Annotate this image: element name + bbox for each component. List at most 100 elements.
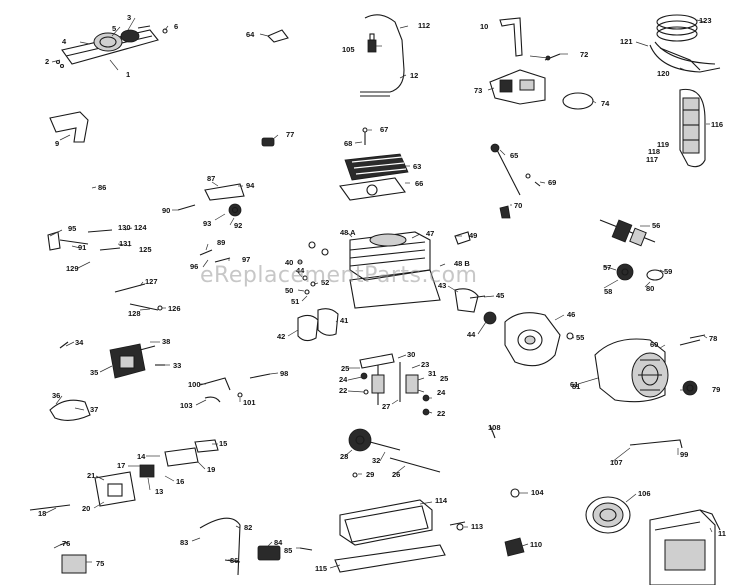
callout-25: 25 bbox=[341, 364, 349, 373]
callout-87: 87 bbox=[207, 174, 215, 183]
callout-45: 45 bbox=[496, 291, 504, 300]
callout-79: 79 bbox=[712, 385, 720, 394]
callout-118: 118 bbox=[648, 147, 660, 156]
leader-lines bbox=[45, 17, 713, 569]
callout-30: 30 bbox=[407, 350, 415, 359]
callout-24: 24 bbox=[339, 375, 348, 384]
callout-58: 58 bbox=[604, 287, 612, 296]
callout-125: 125 bbox=[139, 245, 152, 254]
callout-114: 114 bbox=[435, 496, 448, 505]
callout-128: 128 bbox=[128, 309, 141, 318]
callout-100: 100 bbox=[188, 380, 201, 389]
blower-screen-assembly bbox=[649, 14, 721, 73]
callout-18: 18 bbox=[38, 509, 46, 518]
parts-66-67 bbox=[362, 127, 368, 145]
callout-56: 56 bbox=[652, 221, 660, 230]
ignition-assembly bbox=[489, 53, 561, 105]
callout-10: 10 bbox=[480, 22, 488, 31]
callout-74: 74 bbox=[601, 99, 610, 108]
callout-40: 40 bbox=[285, 258, 293, 267]
callout-57: 57 bbox=[603, 263, 611, 272]
callout-22b: 22 bbox=[339, 386, 347, 395]
callout-124: 124 bbox=[134, 223, 147, 232]
callout-3: 3 bbox=[127, 13, 131, 22]
callout-60: 60 bbox=[650, 340, 658, 349]
carburetor-35 bbox=[59, 341, 165, 379]
callout-41: 41 bbox=[340, 316, 348, 325]
callout-120: 120 bbox=[657, 69, 670, 78]
callout-69: 69 bbox=[548, 178, 556, 187]
callout-32: 32 bbox=[372, 456, 380, 465]
callout-34: 34 bbox=[75, 338, 84, 347]
callout-129: 129 bbox=[66, 264, 79, 273]
callout-78: 78 bbox=[709, 334, 717, 343]
callout-38: 38 bbox=[162, 337, 170, 346]
callout-52: 52 bbox=[321, 278, 329, 287]
callout-24b: 24 bbox=[437, 388, 446, 397]
callout-67: 68 bbox=[344, 139, 352, 148]
camshaft-assembly bbox=[348, 428, 441, 478]
callout-48a: 48 A bbox=[340, 228, 356, 237]
callout-16: 16 bbox=[176, 477, 184, 486]
callout-42: 42 bbox=[277, 332, 285, 341]
callout-84: 84 bbox=[274, 538, 283, 547]
plate-74-drawing bbox=[562, 92, 594, 110]
cylinder-block-47 bbox=[308, 231, 441, 309]
callout-17: 17 bbox=[117, 461, 125, 470]
callout-29: 29 bbox=[366, 470, 374, 479]
callout-21: 21 bbox=[87, 471, 95, 480]
callout-80: 80 bbox=[646, 284, 654, 293]
cylinder-head-assembly bbox=[339, 153, 409, 201]
callout-81: 81 bbox=[572, 382, 580, 391]
parts-89-97 bbox=[199, 249, 231, 263]
callout-77: 77 bbox=[286, 130, 294, 139]
dipstick-68 bbox=[490, 143, 531, 196]
part-107-drawing bbox=[629, 439, 683, 449]
callout-12: 12 bbox=[410, 71, 418, 80]
callout-131: 131 bbox=[119, 239, 132, 248]
callout-20: 20 bbox=[82, 504, 90, 513]
callout-44b: 44 bbox=[467, 330, 476, 339]
callout-63: 63 bbox=[413, 162, 421, 171]
callout-104: 104 bbox=[531, 488, 544, 497]
callout-103: 103 bbox=[180, 401, 193, 410]
callout-65: 66 bbox=[415, 179, 423, 188]
callout-46: 46 bbox=[567, 310, 575, 319]
callout-26: 26 bbox=[392, 470, 400, 479]
gear-assembly-57 bbox=[616, 263, 664, 281]
callout-91: 91 bbox=[78, 243, 86, 252]
callout-76: 76 bbox=[62, 539, 70, 548]
callout-86b: 86 bbox=[98, 183, 106, 192]
callout-15: 15 bbox=[219, 439, 227, 448]
part-113-drawing bbox=[449, 521, 466, 526]
callout-labels: 1 2 3 4 5 6 9 10 11 12 13 14 15 16 17 18… bbox=[38, 13, 726, 573]
callout-28: 28 bbox=[340, 452, 348, 461]
callout-121: 121 bbox=[620, 37, 633, 46]
callout-11: 11 bbox=[718, 529, 726, 538]
callout-4: 4 bbox=[62, 37, 67, 46]
fuel-line-assembly bbox=[360, 14, 405, 97]
callout-108: 108 bbox=[488, 423, 501, 432]
crankshaft-56 bbox=[599, 219, 656, 247]
lower-left-parts bbox=[199, 517, 313, 576]
callout-89: 89 bbox=[217, 238, 225, 247]
callout-1: 1 bbox=[126, 70, 130, 79]
callout-23: 23 bbox=[421, 360, 429, 369]
callout-92: 92 bbox=[234, 221, 242, 230]
callout-82: 82 bbox=[244, 523, 252, 532]
callout-51: 51 bbox=[291, 297, 299, 306]
callout-70: 70 bbox=[514, 201, 522, 210]
callout-110: 110 bbox=[530, 540, 542, 549]
callout-50: 50 bbox=[285, 286, 293, 295]
callout-105: 105 bbox=[342, 45, 355, 54]
callout-9: 9 bbox=[55, 139, 59, 148]
part-77-drawing bbox=[261, 137, 275, 147]
part-78-drawing bbox=[689, 334, 706, 339]
callout-25b: 25 bbox=[440, 374, 448, 383]
callout-96: 96 bbox=[190, 262, 198, 271]
oil-pan-assembly bbox=[334, 499, 464, 573]
callout-113: 113 bbox=[471, 522, 483, 531]
callout-22: 22 bbox=[437, 409, 445, 418]
callout-64: 64 bbox=[246, 30, 255, 39]
